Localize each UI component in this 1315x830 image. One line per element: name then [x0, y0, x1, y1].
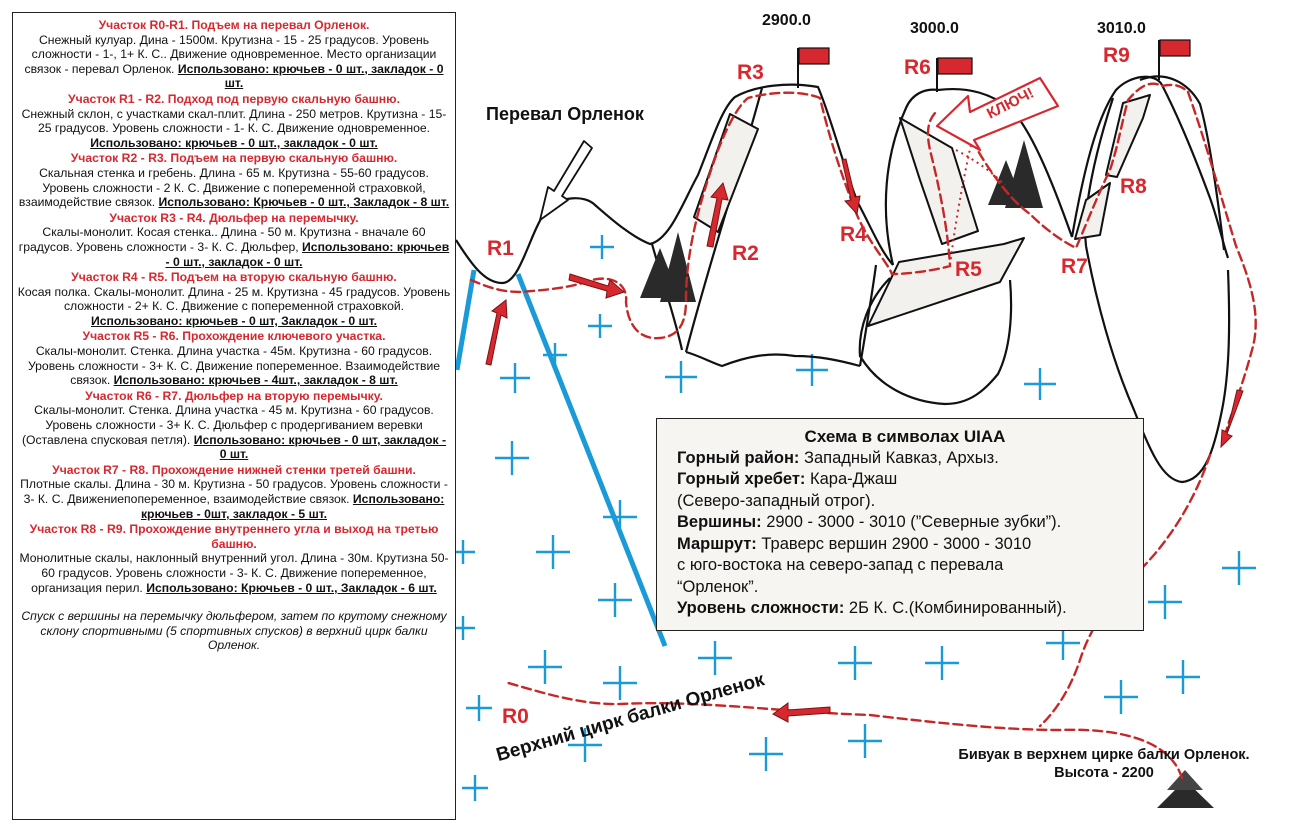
legend-line-range-note: (Северо-западный отрог). [677, 491, 876, 510]
section-title: Участок R8 - R9. Прохождение внутреннего… [29, 522, 439, 551]
bivouac-height: Высота - 2200 [1054, 765, 1154, 781]
legend-line-route-cont: с юго-востока на северо-запад с перевала [677, 556, 1004, 574]
section-used: Использовано: крючьев - 0 шт., закладок … [177, 61, 444, 91]
rock-slabs [693, 94, 1151, 327]
legend-line-route: Маршрут: Траверс вершин 2900 - 3000 - 30… [677, 534, 1032, 553]
key-dotted-line [949, 139, 1006, 266]
snow-crosses [451, 235, 1256, 801]
section-text: Плотные скалы. Длина - 30 м. Крутизна - … [20, 477, 448, 521]
pass-arrow [539, 140, 593, 221]
section-used: Использовано: крючьев - 0 шт., закладок … [90, 135, 378, 150]
summit-altitude-2900: 2900.0 [762, 12, 811, 29]
point-r5: R5 [955, 258, 982, 281]
section-r1-r2: Участок R1 - R2. Подход под первую скаль… [17, 92, 451, 150]
section-text: Скалы-монолит. Стенка. Длина участка - 4… [27, 344, 441, 388]
section-title: Участок R3 - R4. Дюльфер на перемычку. [109, 210, 359, 225]
section-title: Участок R5 - R6. Прохождение ключевого у… [82, 329, 386, 344]
section-r7-r8: Участок R7 - R8. Прохождение нижней стен… [17, 463, 451, 521]
bivouac-title: Бивуак в верхнем цирке балки Орленок. [958, 747, 1250, 763]
section-used: Использовано: Крючьев - 0 шт., Закладок … [158, 195, 450, 210]
section-title: Участок R6 - R7. Дюльфер на вторую перем… [85, 388, 383, 403]
section-r2-r3: Участок R2 - R3. Подъем на первую скальн… [17, 151, 451, 209]
section-r3-r4: Участок R3 - R4. Дюльфер на перемычку. С… [17, 211, 451, 269]
section-text: Монолитные скалы, наклонный внутренний у… [19, 551, 449, 595]
section-used: Использовано: крючьев - 0шт, закладок - … [140, 492, 445, 521]
legend-line-region: Горный район: Западный Кавказ, Архыз. [677, 448, 999, 467]
summit-flags [797, 39, 1191, 92]
legend-box: Схема в символах UIAA Горный район: Запа… [656, 418, 1144, 631]
ice-lines [454, 269, 668, 647]
point-r1: R1 [487, 237, 514, 260]
section-r0-r1: Участок R0-R1. Подъем на перевал Орленок… [17, 18, 451, 91]
bivouac-label: Бивуак в верхнем цирке балки Орленок. Вы… [936, 746, 1272, 782]
section-title: Участок R1 - R2. Подход под первую скаль… [68, 91, 400, 106]
section-used: Использовано: крючьев - 0 шт, Закладок -… [90, 313, 378, 328]
section-title: Участок R2 - R3. Подъем на первую скальн… [70, 151, 398, 166]
section-text: Косая полка. Скалы-монолит. Длина - 25 м… [17, 284, 451, 328]
summit-altitude-3010: 3010.0 [1097, 20, 1146, 37]
legend-line-route-cont2: “Орленок”. [677, 577, 759, 596]
point-r0: R0 [502, 705, 529, 728]
point-r4: R4 [840, 223, 867, 246]
section-text: Скалы-монолит. Стенка. Длина участка - 4… [21, 403, 447, 462]
point-r6: R6 [904, 56, 931, 79]
point-r9: R9 [1103, 44, 1130, 67]
legend-line-range: Горный хребет: Кара-Джаш [677, 470, 898, 488]
section-r6-r7: Участок R6 - R7. Дюльфер на вторую перем… [17, 389, 451, 462]
route-description-panel: Участок R0-R1. Подъем на перевал Орленок… [12, 12, 456, 820]
descent-note: Спуск с вершины на перемычку дюльфером, … [21, 609, 447, 653]
pass-label: Перевал Орленок [486, 104, 644, 124]
section-used: Использовано: Крючьев - 0 шт., Закладок … [146, 580, 437, 595]
section-used: Использовано: крючьев - 4шт., закладок -… [113, 373, 398, 388]
section-text: Снежный кулуар. Дина - 1500м. Крутизна -… [24, 32, 444, 91]
legend-line-summits: Вершины: 2900 - 3000 - 3010 (”Северные з… [677, 513, 1062, 531]
route-line [469, 82, 1257, 780]
section-r5-r6: Участок R5 - R6. Прохождение ключевого у… [17, 329, 451, 387]
point-r8: R8 [1120, 175, 1147, 198]
section-used: Использовано: крючьев - 0 шт, закладок -… [193, 432, 447, 462]
point-r7: R7 [1061, 255, 1088, 278]
point-r2: R2 [732, 242, 759, 265]
section-used: Использовано: крючьев - 0 шт., закладок … [165, 239, 450, 269]
route-arrows [485, 158, 1244, 723]
section-title: Участок R4 - R5. Подъем на вторую скальн… [71, 270, 397, 285]
section-title: Участок R0-R1. Подъем на перевал Орленок… [98, 18, 370, 32]
section-text: Скалы-монолит. Косая стенка.. Длина - 50… [18, 225, 450, 269]
point-r3: R3 [737, 61, 764, 84]
legend-title: Схема в символах UIAA [804, 427, 1006, 446]
section-text: Снежный склон, с участками скал-плит. Дл… [21, 106, 447, 150]
summit-altitude-3000: 3000.0 [910, 20, 959, 37]
legend-line-grade: Уровень сложности: 2Б К. С.(Комбинирован… [677, 599, 1067, 617]
section-r8-r9: Участок R8 - R9. Прохождение внутреннего… [17, 522, 451, 595]
key-arrow [935, 76, 1060, 152]
section-text: Скальная стенка и гребень. Длина - 65 м.… [18, 165, 450, 210]
section-title: Участок R7 - R8. Прохождение нижней стен… [52, 462, 416, 477]
section-r4-r5: Участок R4 - R5. Подъем на вторую скальн… [17, 270, 451, 328]
